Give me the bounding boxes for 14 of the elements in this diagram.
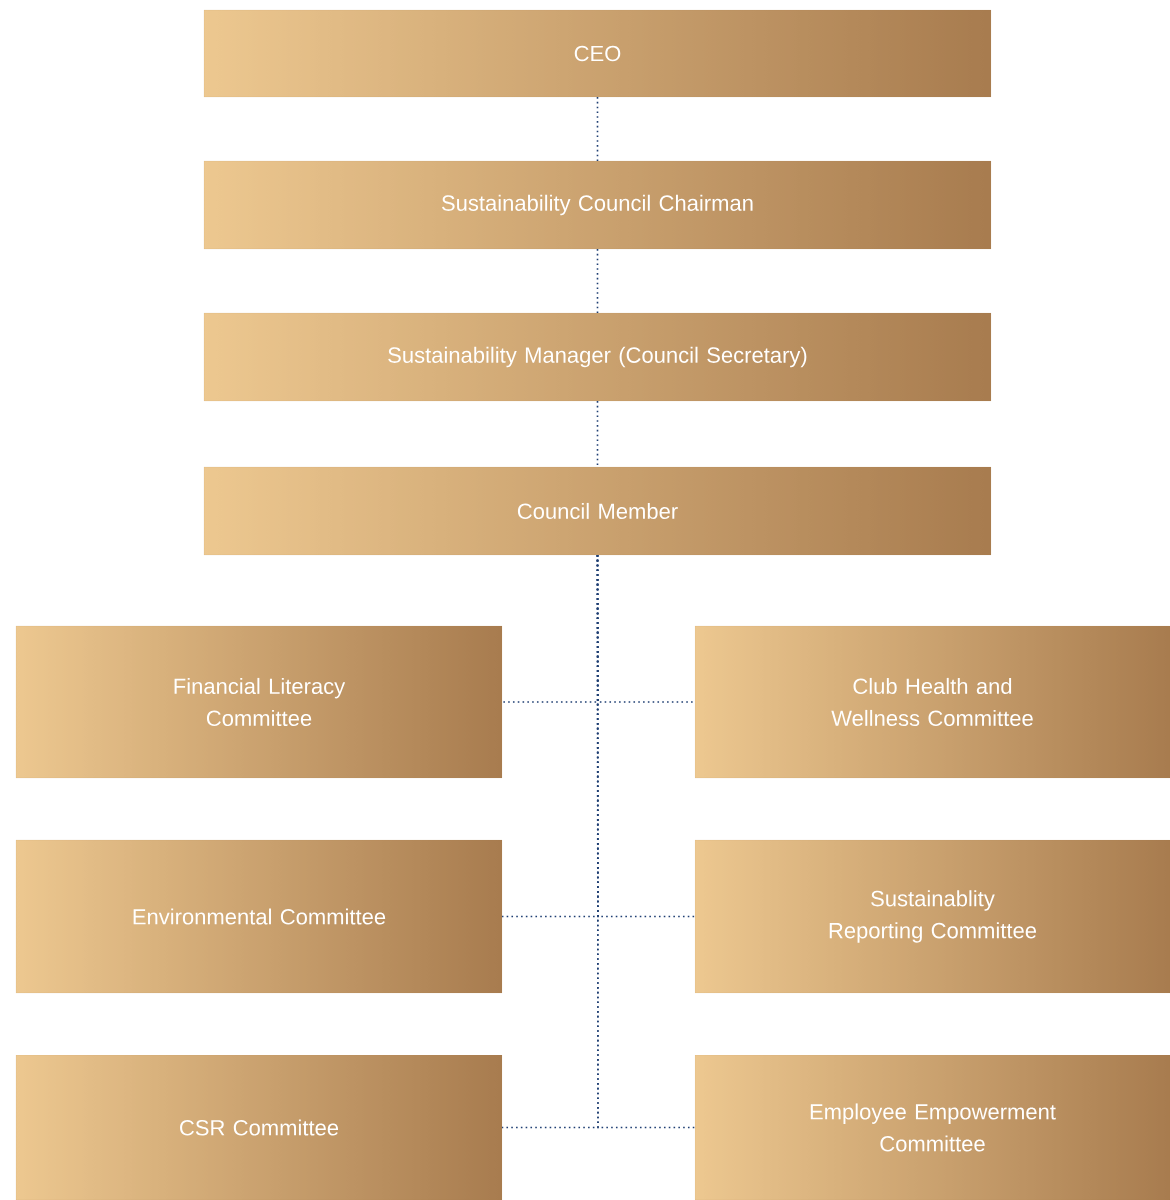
- connector-line: [596, 96, 599, 162]
- org-box: Sustainability Manager (Council Secretary): [203, 312, 992, 402]
- connector-line: [596, 400, 599, 468]
- org-box: Financial Literacy Committee: [15, 625, 503, 779]
- org-box: Environmental Committee: [15, 839, 503, 994]
- org-box: CSR Committee: [15, 1054, 503, 1200]
- org-box: Club Health and Wellness Committee: [694, 625, 1170, 779]
- org-box: Sustainablity Reporting Committee: [694, 839, 1170, 994]
- org-box: CEO: [203, 9, 992, 98]
- org-box: Employee Empowerment Committee: [694, 1054, 1170, 1200]
- org-box: Council Member: [203, 466, 992, 556]
- connector-line: [596, 248, 599, 314]
- org-box: Sustainability Council Chairman: [203, 160, 992, 250]
- connector-line: [596, 554, 696, 1129]
